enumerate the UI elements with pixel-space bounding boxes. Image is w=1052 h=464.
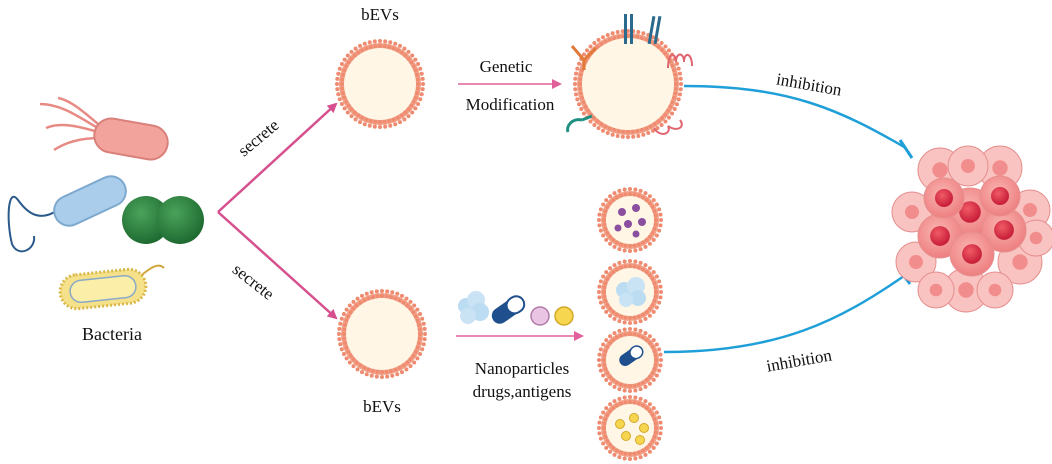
tumor-cell <box>923 177 965 219</box>
tumor-cell <box>917 271 955 309</box>
tumor-cell <box>947 145 989 187</box>
hairpin-protein-icon <box>653 53 693 135</box>
blue-rod-bacterium-icon <box>7 175 127 253</box>
antigen-icon <box>530 306 550 326</box>
cloud-cargo-icon <box>616 277 646 307</box>
particle-icon <box>554 306 574 326</box>
receptor-icon <box>624 14 662 45</box>
bev-vesicle-top <box>335 39 425 129</box>
tumor-cell <box>949 231 995 277</box>
y-protein-icon <box>566 114 593 133</box>
bevs-label-bottom: bEVs <box>363 397 401 416</box>
tumor-cell <box>979 175 1021 217</box>
inhibition-line-top <box>683 84 907 150</box>
inhibition-label-bottom: inhibition <box>765 345 834 375</box>
cargo-items <box>458 291 574 326</box>
capsule-icon <box>491 295 526 324</box>
bacteria-group: Bacteria <box>7 96 204 344</box>
genetic-label: Genetic <box>480 57 533 76</box>
secrete-arrow-top <box>217 102 338 213</box>
bevs-label-top: bEVs <box>361 5 399 24</box>
nanoparticles-label: Nanoparticles <box>475 359 569 378</box>
pink-rod-bacterium-icon <box>39 96 169 161</box>
surface-proteins <box>566 14 693 135</box>
bacteria-label: Bacteria <box>82 324 142 344</box>
inhibition-line-bottom <box>663 274 905 354</box>
nanoparticle-cloud-icon <box>458 291 489 324</box>
tumor-cluster-icon <box>891 145 1052 313</box>
secrete-arrow-bottom <box>217 211 338 320</box>
vesicle-layer <box>335 29 683 461</box>
capsule-cargo-icon <box>619 345 644 367</box>
secrete-arrows: secrete secrete <box>217 102 338 320</box>
modified-vesicle <box>573 29 683 139</box>
secrete-label-bottom: secrete <box>229 260 278 304</box>
small-vesicle-contents <box>614 204 649 445</box>
small-vesicle-4 <box>597 395 663 461</box>
tumor-cell <box>981 207 1027 253</box>
tumor-cell <box>891 191 933 233</box>
yellow-particles-icon <box>615 413 649 445</box>
purple-particles-icon <box>614 204 646 238</box>
secrete-label-top: secrete <box>234 115 282 160</box>
green-diplococcus-icon <box>122 196 204 244</box>
yellow-bacterium-icon <box>58 264 165 311</box>
inhibition-bar-top <box>898 139 914 159</box>
genetic-modification: Genetic Modification <box>458 57 562 114</box>
drugs-antigens-label: drugs,antigens <box>473 382 572 401</box>
tumor-cell <box>976 271 1014 309</box>
bev-vesicle-bottom <box>337 289 427 379</box>
antibody-icon <box>570 45 598 70</box>
modification-label: Modification <box>466 95 555 114</box>
inhibition-lines: inhibition inhibition <box>663 69 914 376</box>
small-vesicle-1 <box>597 187 663 253</box>
